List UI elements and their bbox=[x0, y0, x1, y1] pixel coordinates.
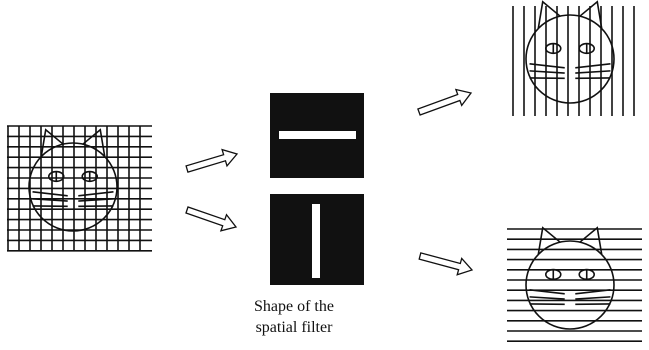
cat-left-ear bbox=[538, 228, 560, 254]
arrow-input-to-bottom-filter bbox=[186, 207, 236, 231]
cat-head bbox=[29, 143, 117, 231]
filter-panels bbox=[270, 93, 364, 285]
vertical-slit bbox=[312, 204, 320, 278]
cat-right-ear bbox=[580, 228, 602, 254]
arrow-bottom-filter-to-bottom-output bbox=[419, 253, 472, 275]
arrow-top-filter-to-top-output bbox=[418, 90, 471, 116]
cat-head bbox=[526, 241, 614, 329]
filter-caption-line-1: Shape of the bbox=[236, 296, 352, 317]
output-horizontal-lines-panel bbox=[507, 228, 642, 341]
cat-whisker-right bbox=[575, 64, 610, 68]
output-vertical-lines-panel bbox=[513, 2, 634, 116]
cat-face bbox=[526, 228, 614, 329]
arrow-input-to-top-filter bbox=[186, 150, 237, 173]
cat-right-ear bbox=[83, 130, 105, 156]
cat-face bbox=[29, 130, 117, 231]
filter-caption: Shape of the spatial filter bbox=[236, 296, 352, 338]
cat-whisker-right bbox=[575, 297, 610, 299]
filter-caption-line-2: spatial filter bbox=[236, 317, 352, 338]
cat-whisker-right bbox=[575, 71, 610, 73]
input-image-panel bbox=[7, 126, 152, 251]
horizontal-slit bbox=[279, 131, 356, 139]
cat-whisker-left bbox=[530, 297, 565, 299]
